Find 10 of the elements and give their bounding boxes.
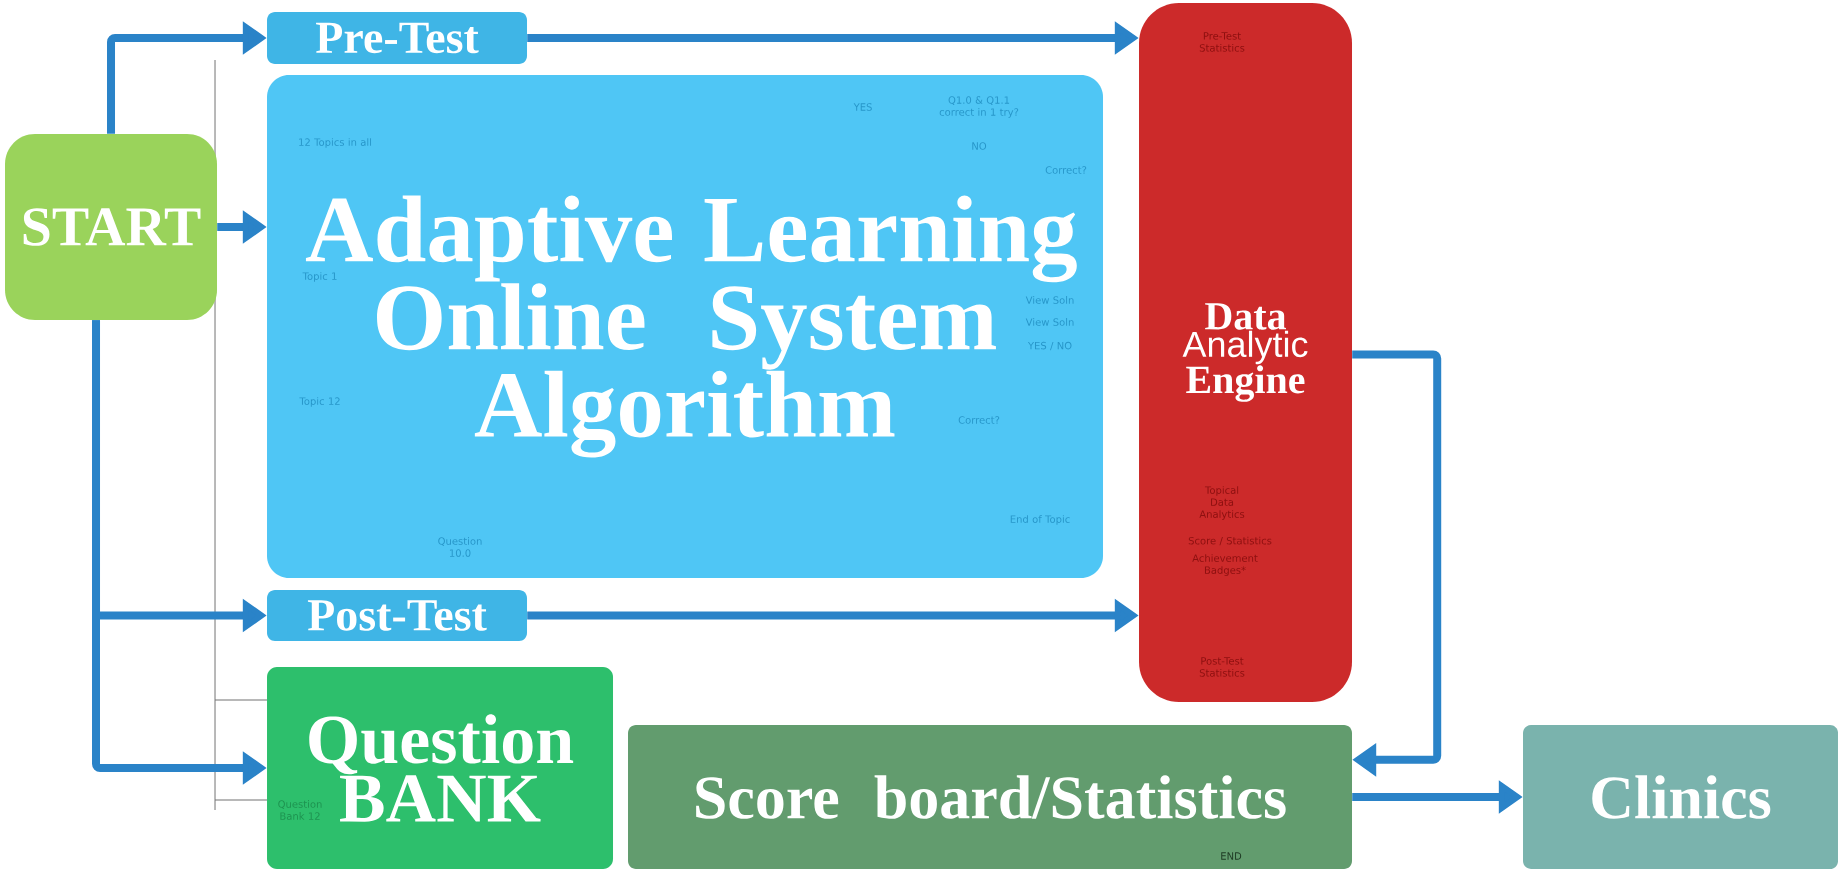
process-box: Pre-Test [267,12,527,64]
background-label: Score / Statistics [1188,536,1272,546]
background-label: Topical Data Analytics [1199,486,1245,520]
background-label: Pre-Test Statistics [1199,32,1245,52]
process-box: Post-Test [267,590,527,641]
process-box: Clinics [1523,725,1838,869]
start-box: START [5,134,217,320]
background-label: Post-Test Statistics [1199,657,1245,677]
background-label: Achievement Badges* [1192,554,1258,576]
background-label: END [1221,852,1242,860]
